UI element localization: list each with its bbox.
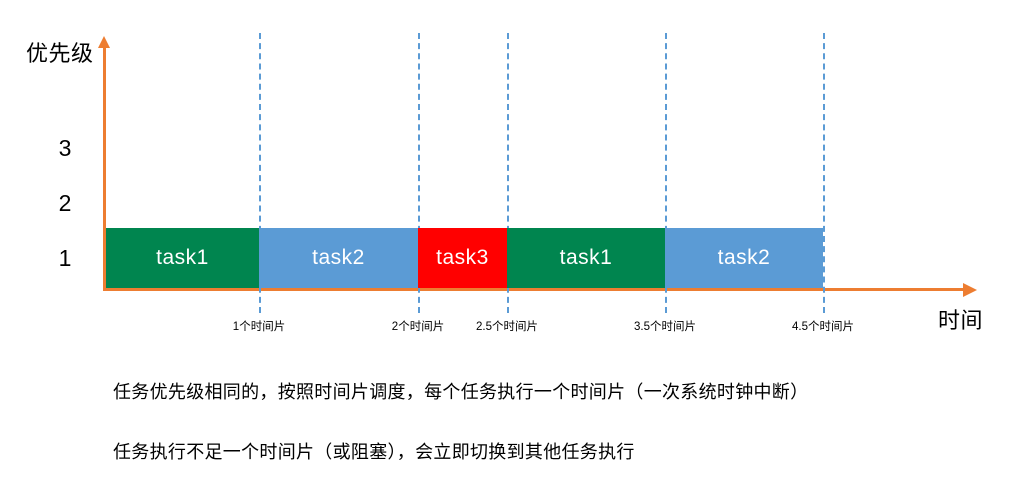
y-tick-1: 1 <box>40 245 90 272</box>
gridline-4 <box>665 33 667 313</box>
y-axis-title: 优先级 <box>26 41 94 66</box>
x-tick-label-5: 4.5个时间片 <box>792 321 854 333</box>
bar-segment-task3: task3 <box>418 228 507 288</box>
gridline-5 <box>823 33 825 313</box>
y-tick-label: 1 <box>58 245 72 271</box>
x-axis-arrow-icon <box>963 282 977 297</box>
x-axis-title: 时间 <box>938 308 984 333</box>
bar-label: task2 <box>717 246 771 269</box>
y-axis-line <box>103 46 106 291</box>
x-tick-label-1: 1个时间片 <box>232 321 286 333</box>
bar-label: task1 <box>156 246 209 269</box>
x-tick-label-2: 2个时间片 <box>391 321 445 333</box>
y-tick-2: 2 <box>40 190 90 217</box>
y-tick-label: 3 <box>58 135 72 161</box>
y-tick-3: 3 <box>40 135 90 162</box>
gridline-2 <box>418 33 420 313</box>
bar-segment-task1-b: task1 <box>507 228 665 288</box>
x-tick-label-4: 3.5个时间片 <box>634 321 696 333</box>
gridline-3 <box>507 33 509 313</box>
gridline-1 <box>259 33 261 313</box>
caption-line-1: 任务优先级相同的，按照时间片调度，每个任务执行一个时间片（一次系统时钟中断） <box>113 382 809 402</box>
bar-segment-task1-a: task1 <box>106 228 259 288</box>
bar-label: task1 <box>559 246 613 269</box>
y-tick-label: 2 <box>58 190 72 216</box>
caption-line-2: 任务执行不足一个时间片（或阻塞），会立即切换到其他任务执行 <box>113 442 635 462</box>
x-axis-line <box>103 288 969 291</box>
x-tick-label-3: 2.5个时间片 <box>476 321 538 333</box>
bar-label: task2 <box>312 246 365 269</box>
bar-segment-task2-b: task2 <box>665 228 823 288</box>
bar-segment-task2-a: task2 <box>259 228 418 288</box>
y-axis-arrow-icon <box>98 36 110 48</box>
bar-label: task3 <box>436 246 489 269</box>
